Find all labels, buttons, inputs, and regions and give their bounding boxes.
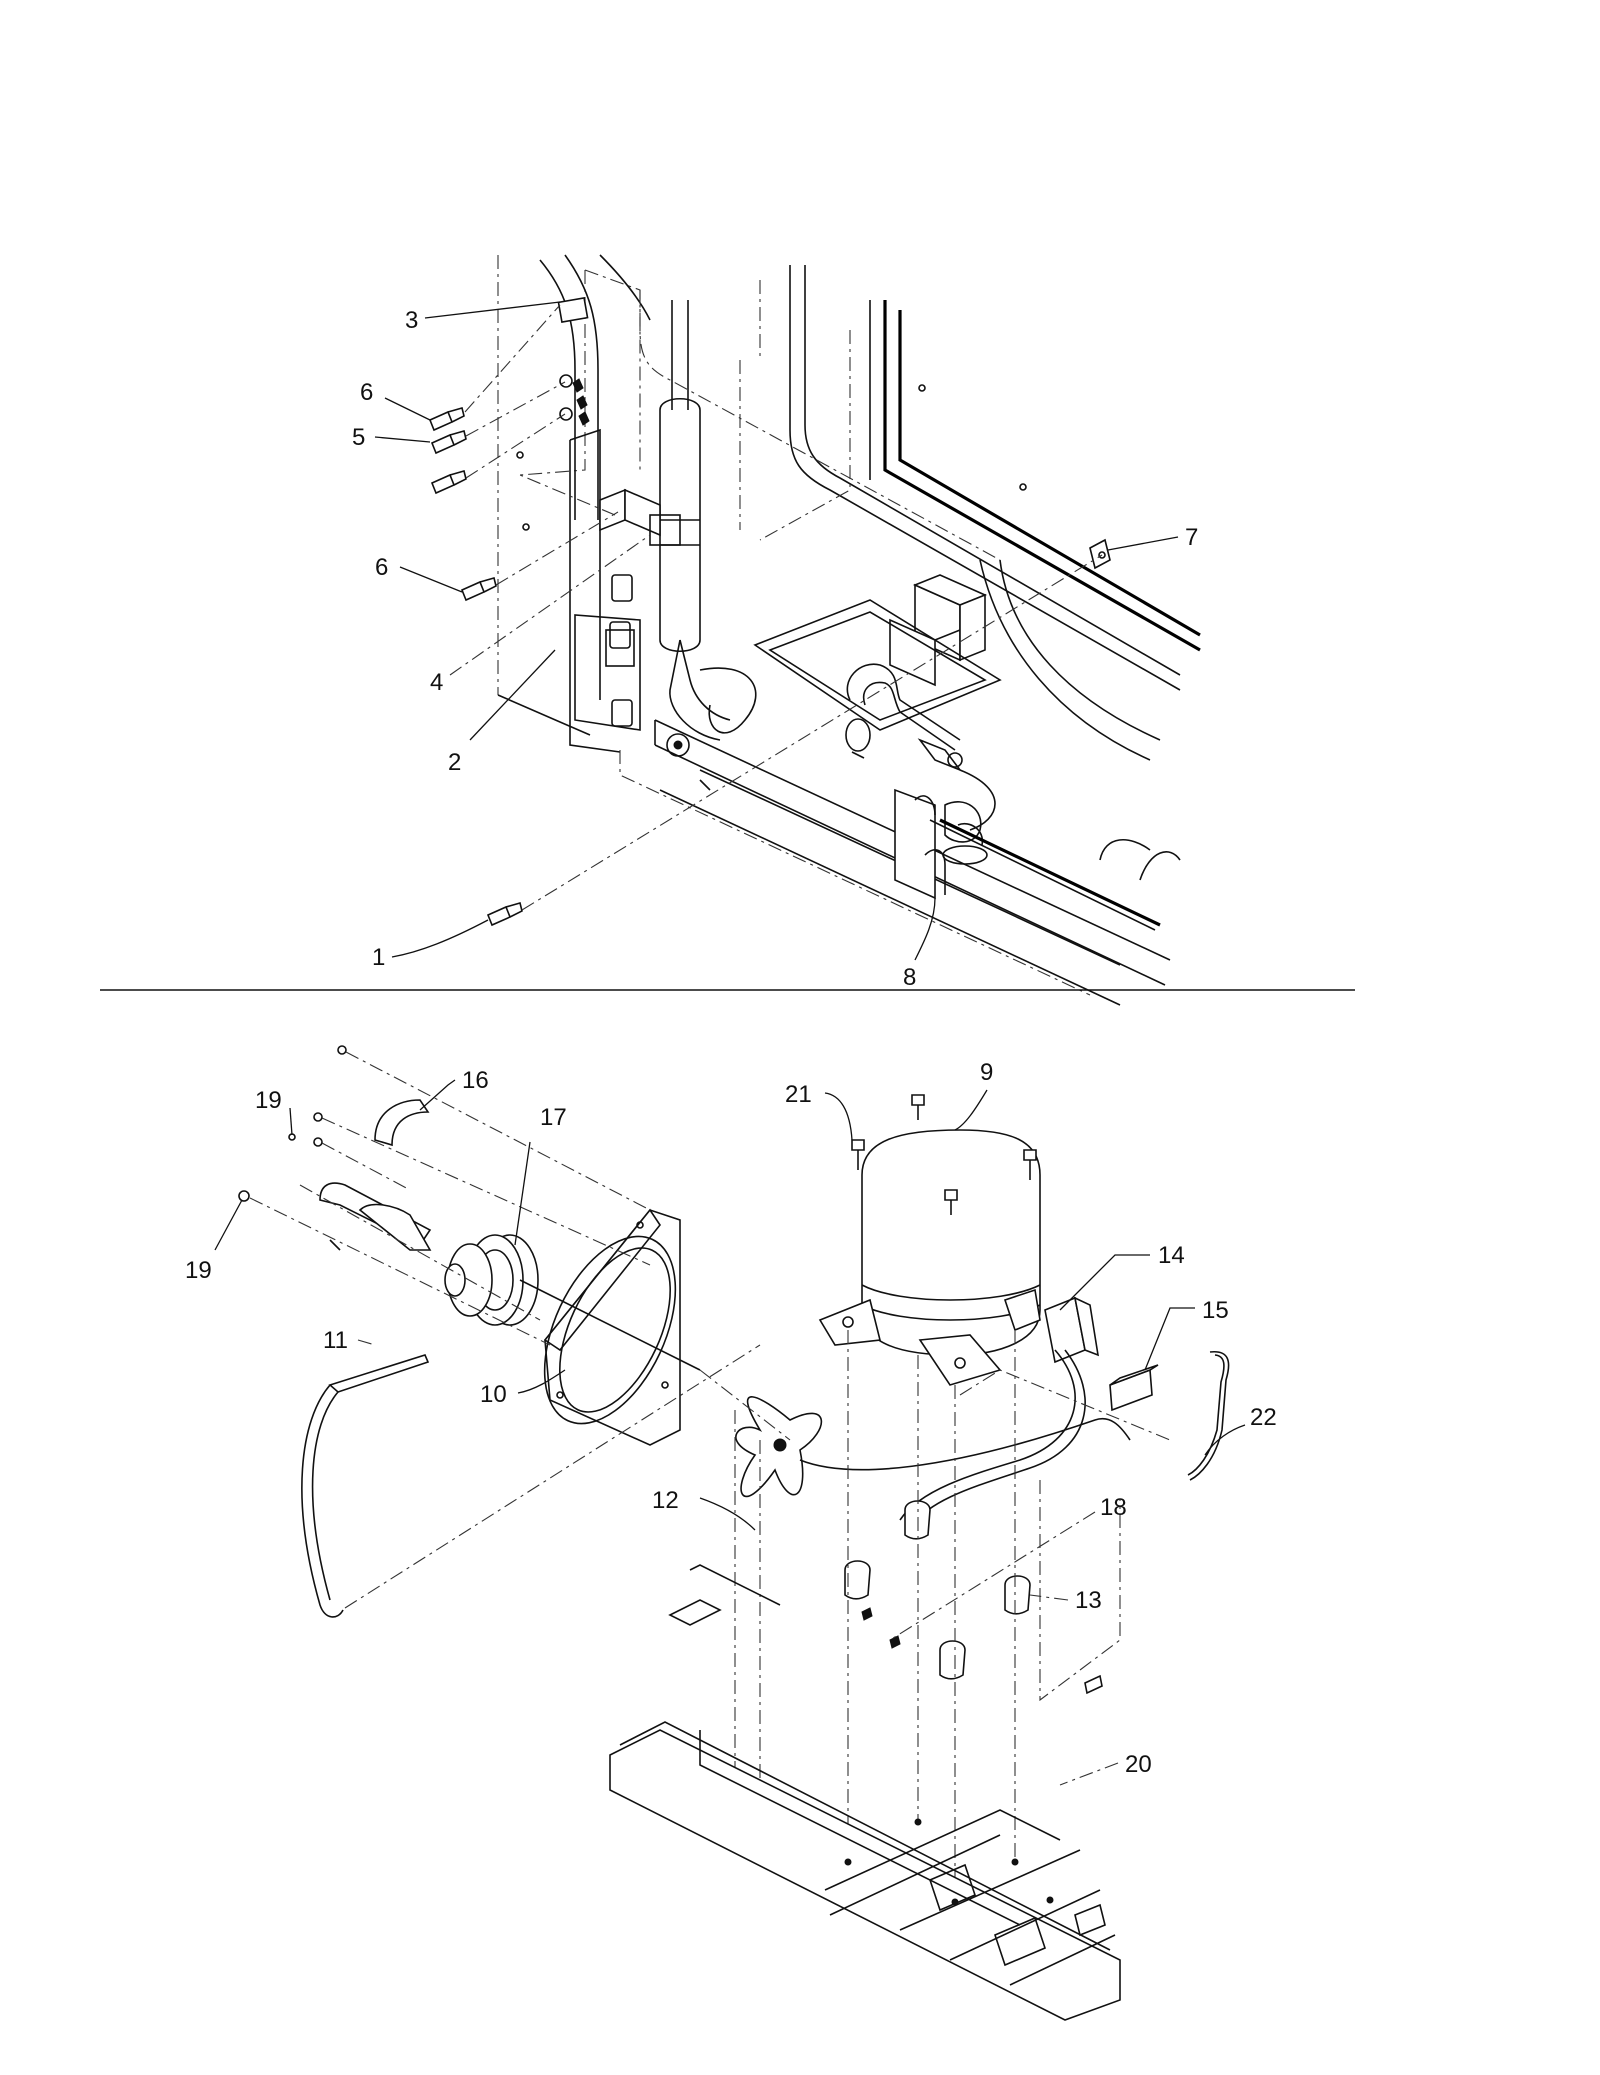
callout-19a: 19 [255, 1087, 282, 1114]
callout-16: 16 [462, 1067, 489, 1094]
callout-8: 8 [903, 964, 916, 991]
screw-icon [460, 577, 497, 602]
callout-17: 17 [540, 1104, 567, 1131]
callout-4: 4 [430, 669, 443, 696]
callout-12: 12 [652, 1487, 679, 1514]
callout-19b: 19 [185, 1257, 212, 1284]
callout-11: 11 [323, 1327, 348, 1354]
screw-icon [430, 430, 467, 455]
upper-cabinet-assembly [428, 254, 1201, 1006]
callout-9: 9 [980, 1059, 993, 1086]
callout-13: 13 [1075, 1587, 1102, 1614]
callout-3: 3 [405, 307, 418, 334]
lower-compressor-assembly [238, 1045, 1230, 2021]
callout-1: 1 [372, 944, 385, 971]
screw-icon [428, 407, 465, 432]
callout-22: 22 [1250, 1404, 1277, 1431]
callout-15: 15 [1202, 1297, 1229, 1324]
callout-5: 5 [352, 424, 365, 451]
callout-labels: 1 2 3 4 5 6 6 7 8 9 10 11 12 13 14 15 16 [185, 301, 1277, 1786]
callout-14: 14 [1158, 1242, 1185, 1269]
callout-7: 7 [1185, 524, 1198, 551]
screw-icon [430, 470, 467, 495]
callout-20: 20 [1125, 1751, 1152, 1778]
callout-6b: 6 [375, 554, 388, 581]
callout-6a: 6 [360, 379, 373, 406]
screw-icon [486, 902, 523, 927]
callout-10: 10 [480, 1381, 507, 1408]
callout-2: 2 [448, 749, 461, 776]
callout-21: 21 [785, 1081, 812, 1108]
callout-18: 18 [1100, 1494, 1127, 1521]
